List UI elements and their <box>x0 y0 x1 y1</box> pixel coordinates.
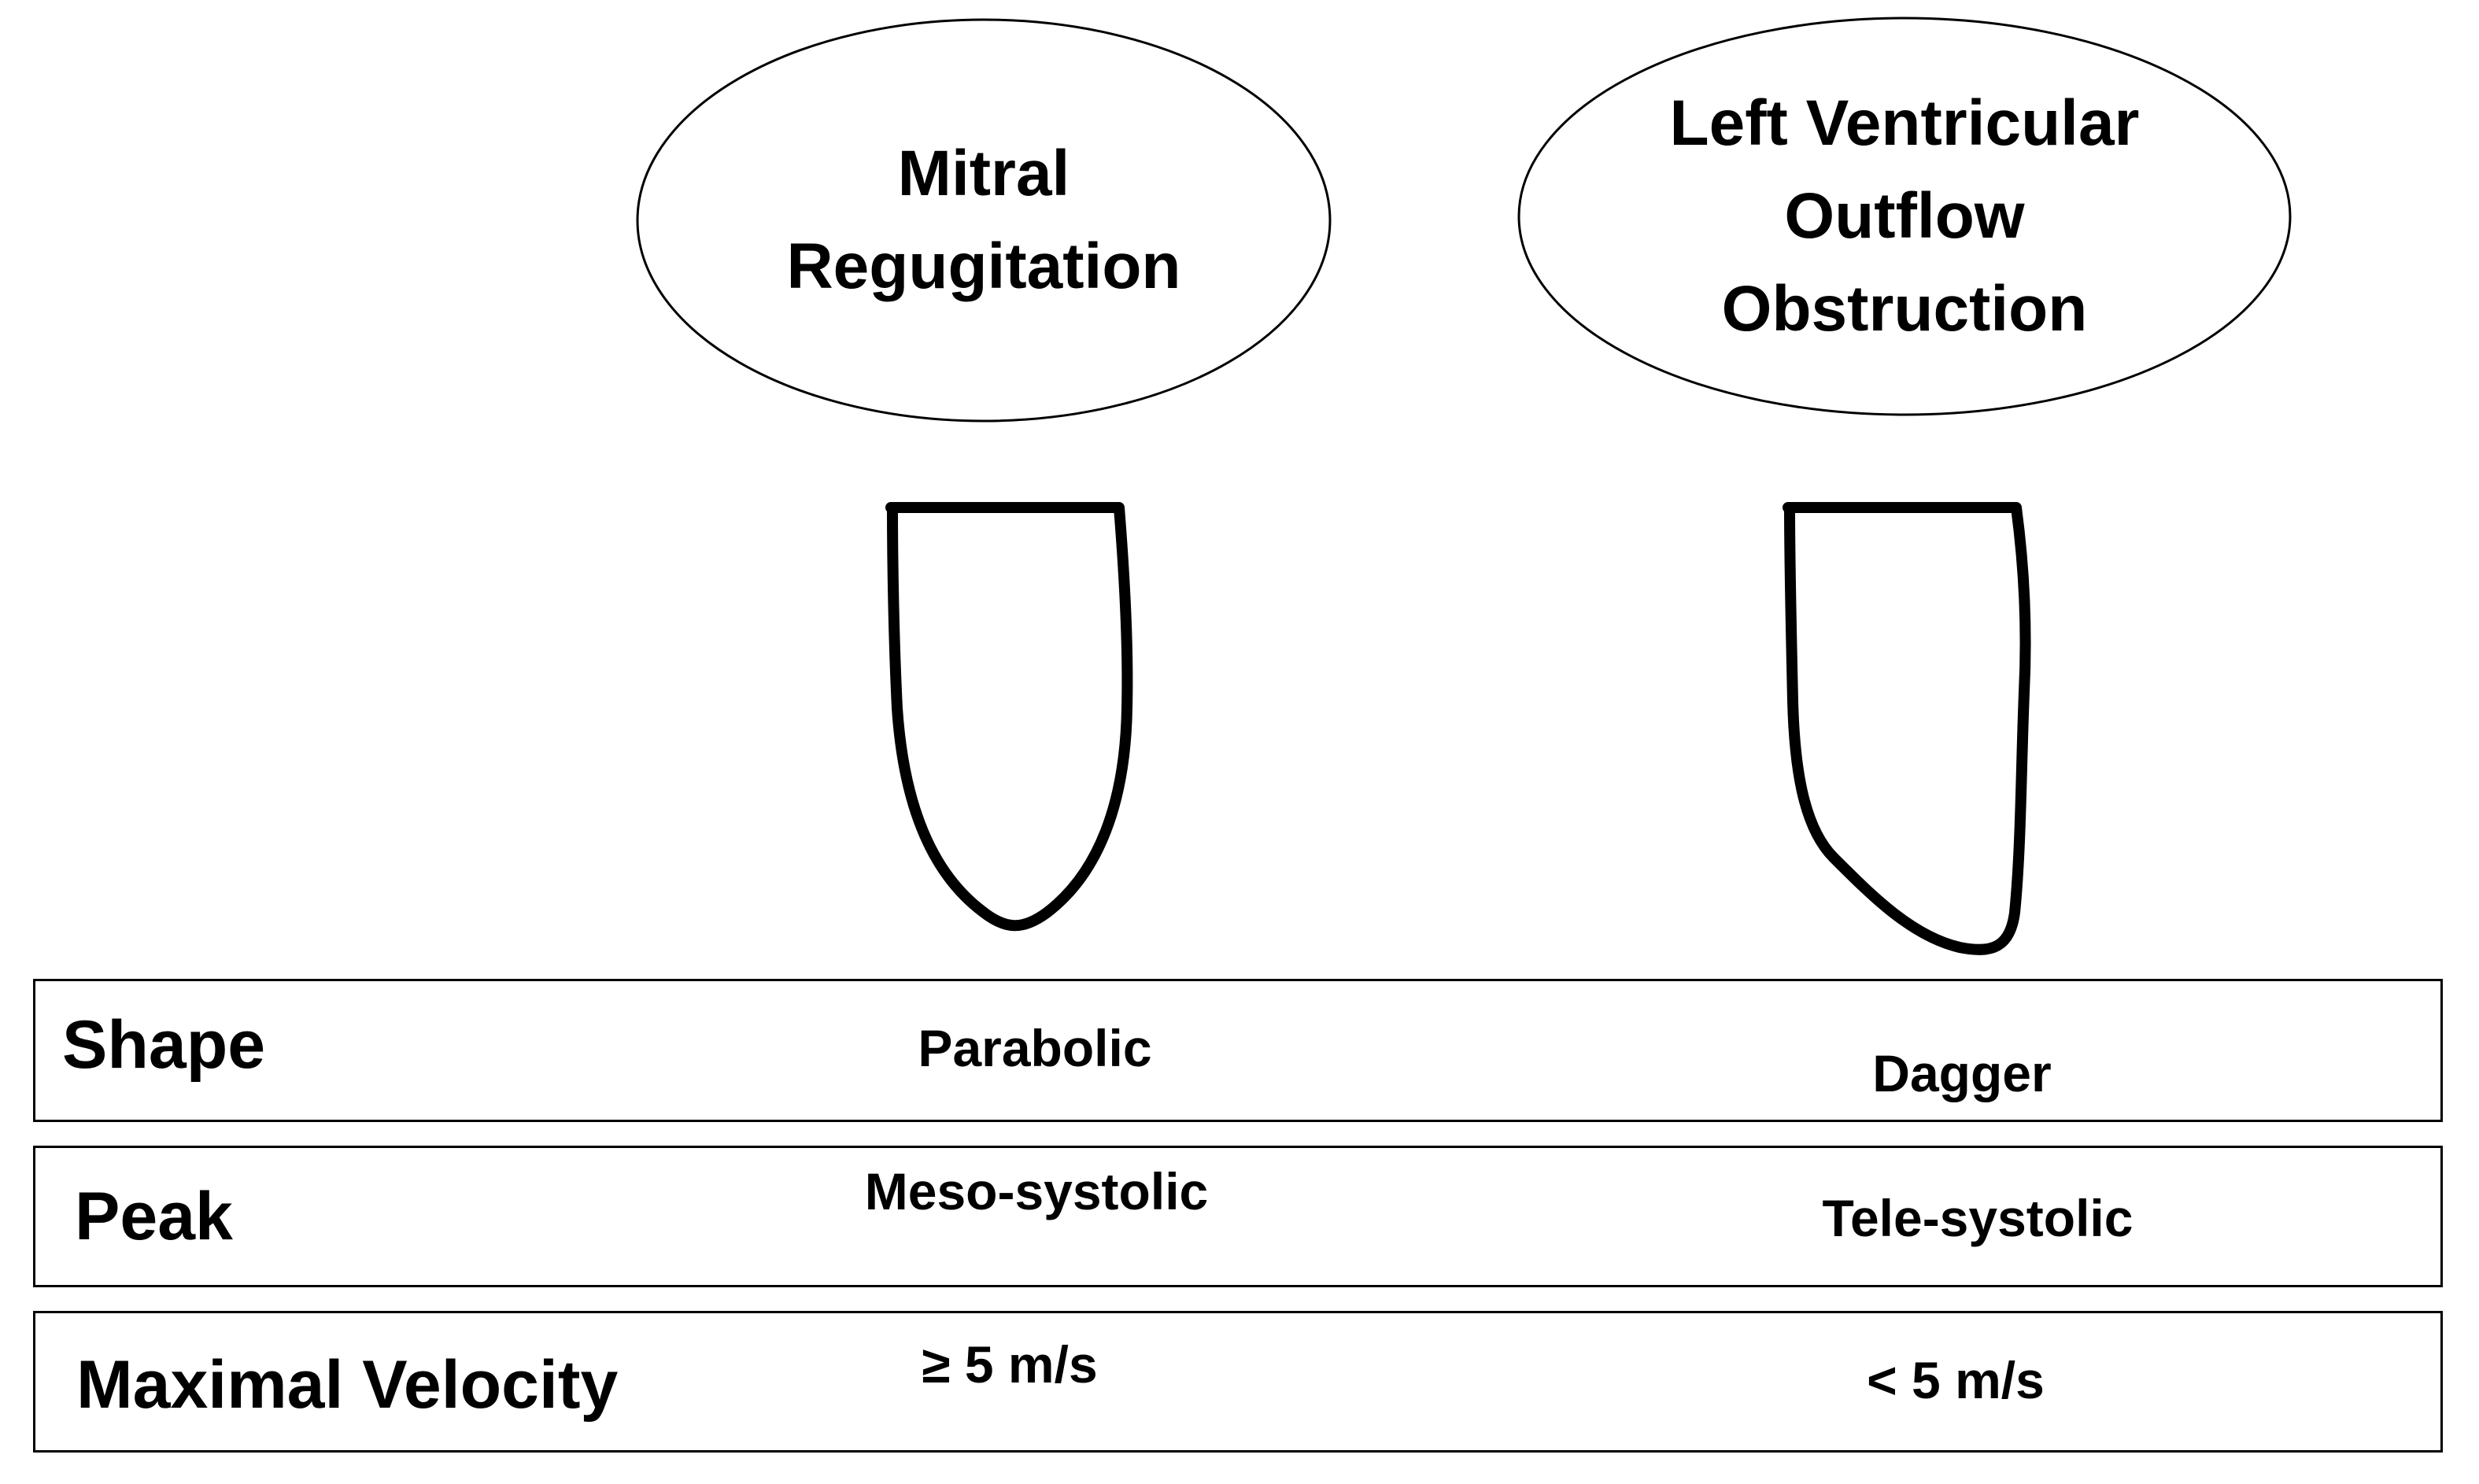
velocity-mitral-value: ≥ 5 m/s <box>922 1335 1098 1394</box>
peak-lvoto-value: Tele-systolic <box>1822 1189 2134 1247</box>
velocity-row: Maximal Velocity ≥ 5 m/s < 5 m/s <box>33 1311 2443 1453</box>
shape-label: Shape <box>62 1007 266 1083</box>
velocity-lvoto-value: < 5 m/s <box>1867 1351 2045 1409</box>
peak-label: Peak <box>75 1179 233 1254</box>
peak-mitral-value: Meso-systolic <box>864 1162 1209 1220</box>
mitral-ellipse <box>636 18 1332 423</box>
shape-row: Shape Parabolic Dagger <box>33 979 2443 1122</box>
peak-row: Peak Meso-systolic Tele-systolic <box>33 1146 2443 1287</box>
lvoto-title: Left Ventricular Outflow Obstruction <box>1669 87 2140 345</box>
parabolic-waveform <box>885 502 1133 932</box>
shape-mitral-value: Parabolic <box>918 1019 1152 1077</box>
lvoto-ellipse <box>1517 17 2292 416</box>
shape-lvoto-value: Dagger <box>1872 1044 2052 1102</box>
dagger-waveform <box>1783 502 2031 955</box>
velocity-label: Maximal Velocity <box>76 1347 619 1423</box>
mitral-regurgitation-title: Mitral Regugitation <box>786 138 1181 302</box>
